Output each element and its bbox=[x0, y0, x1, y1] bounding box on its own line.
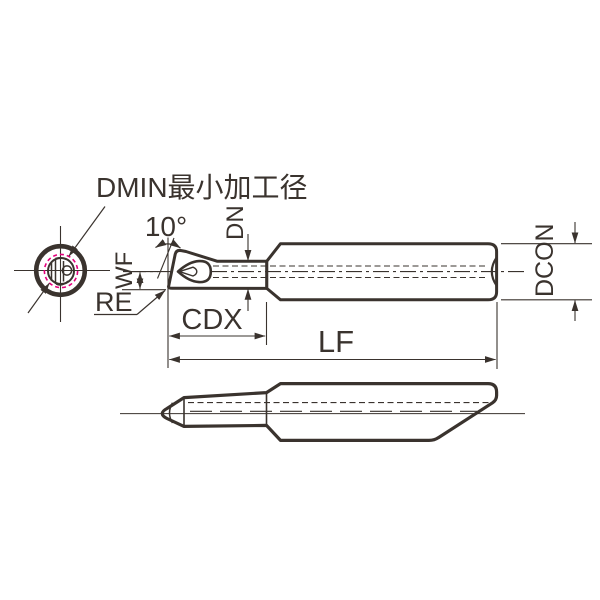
shank-end-concave-arc bbox=[490, 256, 498, 287]
re-label: RE bbox=[95, 287, 133, 317]
bottom-view bbox=[120, 382, 525, 442]
lf-label: LF bbox=[318, 324, 354, 359]
end-view-outer-circle bbox=[33, 243, 88, 298]
bottom-view-outline bbox=[160, 382, 499, 442]
cdx-label: CDX bbox=[181, 304, 242, 336]
insert-inner-edge bbox=[178, 266, 198, 277]
end-view-tip-projection bbox=[50, 256, 73, 286]
dmin-leader-lower bbox=[27, 282, 50, 314]
dmin-leader-upper bbox=[68, 206, 106, 257]
re-leader bbox=[136, 290, 166, 315]
dcon-label: DCON bbox=[531, 223, 559, 297]
end-view bbox=[14, 206, 110, 322]
insert-outline bbox=[176, 259, 213, 284]
angle-arc bbox=[155, 239, 181, 249]
wf-label: WF bbox=[111, 252, 138, 289]
angle-label: 10° bbox=[145, 211, 187, 242]
dmin-circle bbox=[43, 253, 79, 289]
dn-label: DN bbox=[222, 205, 249, 240]
side-view: 10° DN WF RE CDX LF DCON bbox=[94, 205, 592, 369]
dmin-label: DMIN最小加工径 bbox=[96, 172, 308, 203]
